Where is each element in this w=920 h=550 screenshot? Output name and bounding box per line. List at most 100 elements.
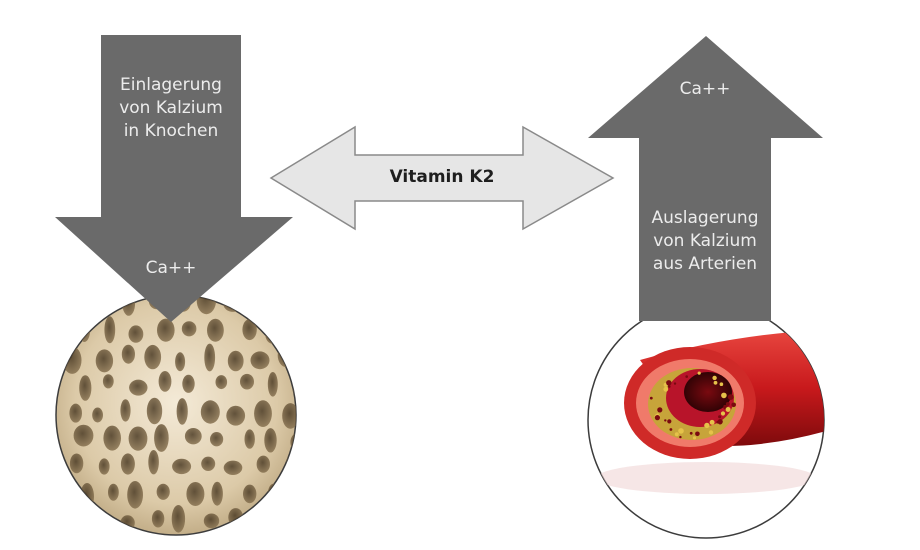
plaque-dot: [731, 402, 736, 408]
bone-pore: [171, 505, 186, 533]
bone-pore: [68, 295, 80, 314]
bone-pore: [176, 398, 188, 425]
bone-pore: [295, 484, 296, 506]
bone-pore: [73, 424, 94, 447]
plaque-dot: [720, 411, 726, 416]
plaque-dots: [649, 371, 736, 440]
bone-pore: [228, 508, 244, 527]
plaque-dot: [666, 380, 672, 386]
plaque-dot: [657, 407, 663, 413]
bone-pore: [129, 379, 148, 396]
bone-pore: [200, 400, 220, 424]
plaque-dot: [689, 431, 693, 435]
vitamin-k2-label: Vitamin K2: [389, 167, 495, 187]
bone-pore: [204, 343, 216, 372]
bone-pore: [156, 483, 170, 500]
bone-pore: [265, 323, 280, 344]
left-arrow-line-2: von Kalzium: [119, 98, 223, 118]
bone-pore: [78, 317, 91, 342]
plaque-dot: [725, 402, 730, 406]
plaque-dot: [678, 428, 684, 434]
bone-pore: [254, 400, 272, 427]
bone-pore: [108, 483, 119, 501]
bone-pore: [69, 511, 81, 528]
bone-pore: [267, 483, 280, 504]
plaque-dot: [713, 380, 718, 385]
plaque-dot: [725, 407, 731, 412]
bone-pore: [289, 321, 296, 337]
bone-pore: [157, 318, 175, 342]
bone-image: [55, 294, 297, 536]
bone-pore: [264, 428, 277, 453]
bone-pore: [102, 374, 114, 389]
bone-pore: [250, 351, 270, 370]
bone-pore: [181, 321, 197, 337]
plaque-dot: [727, 394, 734, 400]
bone-pore: [290, 432, 296, 453]
right-arrow-line-2: von Kalzium: [653, 231, 757, 251]
bone-pore: [280, 299, 295, 317]
bone-pore: [253, 511, 269, 529]
bone-pore: [158, 371, 172, 392]
bone-pore: [242, 319, 257, 341]
bone-pore: [227, 350, 244, 372]
plaque-dot: [674, 432, 679, 437]
bone-pore: [120, 453, 135, 475]
plaque-dot: [664, 419, 667, 422]
plaque-dot: [669, 428, 673, 431]
right-arrow-ion: Ca++: [679, 79, 731, 99]
plaque-dot: [721, 392, 727, 399]
bone-pore: [203, 513, 220, 529]
artery-image: [587, 301, 825, 539]
bone-pore: [211, 481, 223, 506]
bone-pore: [121, 344, 135, 364]
bone-pore: [282, 403, 296, 429]
plaque-dot: [719, 382, 724, 387]
bone-pore: [122, 295, 136, 316]
bone-pore: [201, 456, 216, 471]
bone-pore: [256, 455, 270, 473]
plaque-dot: [663, 386, 669, 392]
bone-pore: [186, 482, 205, 506]
plaque-dot: [692, 436, 697, 440]
bone-pore: [69, 403, 82, 423]
bone-pore: [98, 458, 110, 475]
bone-pore: [95, 295, 106, 318]
bone-pore: [103, 425, 121, 451]
bone-pore: [226, 405, 246, 426]
bone-pore: [91, 509, 109, 535]
left-arrow-text: Einlagerung von Kalzium in Knochen: [101, 74, 241, 143]
plaque-dot: [649, 396, 653, 400]
bone-pore: [151, 510, 165, 528]
bone-pore: [120, 399, 131, 422]
plaque-dot: [723, 404, 727, 408]
right-arrow-line-1: Auslagerung: [651, 208, 759, 228]
plaque-dot: [717, 419, 723, 425]
plaque-dot: [712, 375, 717, 381]
bone-pore: [283, 513, 296, 529]
bone-pore: [144, 344, 162, 370]
bone-pore: [196, 295, 217, 315]
plaque-dot: [718, 415, 722, 419]
bone-pore: [127, 481, 143, 509]
plaque-dot: [667, 385, 671, 388]
bone-pore: [62, 346, 82, 374]
bone-pore: [175, 352, 186, 372]
bone-pore: [207, 318, 224, 342]
bone-pore: [69, 453, 84, 474]
bone-pore: [79, 375, 92, 401]
bone-pore: [243, 484, 257, 504]
plaque-dot: [708, 430, 714, 435]
plaque-dot: [654, 415, 661, 421]
plaque-dot: [685, 375, 688, 378]
bone-pore: [210, 432, 224, 447]
up-arrow: [588, 36, 823, 321]
bone-pore: [128, 426, 148, 451]
bone-pore: [240, 373, 254, 390]
plaque-dot: [673, 382, 677, 385]
bone-pore: [184, 428, 202, 445]
bone-pore: [223, 295, 243, 312]
bone-pore: [215, 375, 228, 390]
bone-pore: [148, 450, 159, 475]
